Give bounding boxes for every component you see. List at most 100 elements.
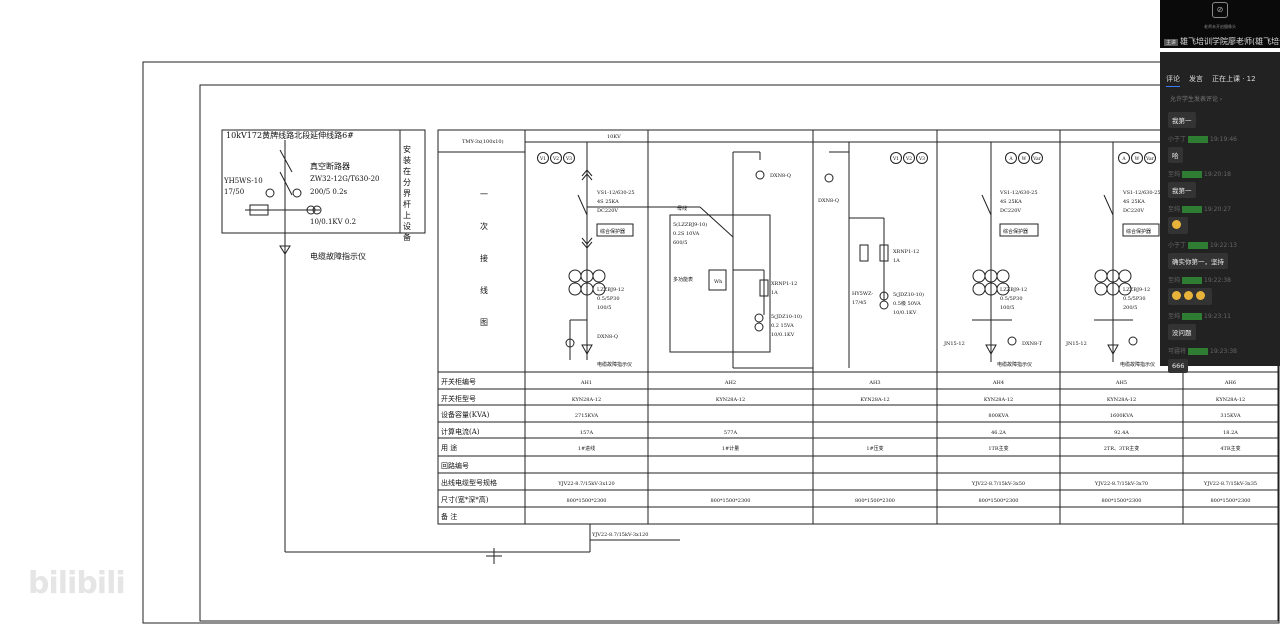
current-transformer-icon <box>592 269 606 283</box>
table-cell-size: 800*1500*2300 <box>567 498 607 504</box>
camera-hint: 老师未开启摄像头 <box>1204 24 1236 29</box>
table-cell-id: AH5 <box>1115 380 1127 386</box>
table-cell-model: KYN28A-12 <box>716 397 745 403</box>
meter-icon <box>1144 152 1156 164</box>
breaker-label: VS1-12/630-25 <box>1122 190 1161 196</box>
arrester-label: HY5WZ- <box>852 291 873 297</box>
ct-label: LZZBJ9-12 <box>597 287 624 293</box>
fuse-label: XRNP1-12 <box>771 281 797 287</box>
meter-icon <box>550 152 562 164</box>
pt-label: 0.2 15VA <box>771 323 794 329</box>
message-bubble <box>1168 288 1212 305</box>
message-meta: 至纯 19:22:38 <box>1168 275 1278 284</box>
message-bubble: 666 <box>1168 359 1189 373</box>
camera-off-icon: ⊘ <box>1212 2 1228 18</box>
member-badge <box>1188 136 1209 143</box>
sender-name: 至纯 <box>1168 313 1181 320</box>
tab-comments[interactable]: 评论 <box>1166 74 1180 87</box>
table-cell-id: AH3 <box>868 380 880 386</box>
pt-spec: 10/0.1KV 0.2 <box>310 218 356 226</box>
meter-ct-label: 600/5 <box>673 240 687 246</box>
tab-speak[interactable]: 发言 <box>1189 75 1203 83</box>
table-cell-cable: YJV22-8.7/15kV-3x50 <box>971 481 1025 487</box>
outer-frame <box>142 61 1280 624</box>
row-header: 开关柜编号 <box>441 377 476 386</box>
fuse-label: XRNP1-12 <box>893 249 919 255</box>
protector-label: 综合保护器 <box>1003 228 1028 235</box>
breaker-label: 4S 25KA <box>1000 199 1022 205</box>
meter-ct-label: 0.2S 10VA <box>673 231 700 237</box>
host-tag: 主讲 <box>1164 39 1179 46</box>
meter-label: W <box>1135 156 1140 162</box>
sender-name: 可疆将 <box>1168 348 1187 355</box>
ct-label: 0.5/5P30 <box>1000 296 1023 302</box>
fault-indicator-label: 电缆故障指示仪 <box>310 251 366 261</box>
breaker-model: ZW32-12G/T630-20 <box>310 175 380 183</box>
meter-icon <box>1005 152 1017 164</box>
table-cell-size: 800*1500*2300 <box>855 498 895 504</box>
message-bubble <box>1168 217 1188 234</box>
message-time: 19:22:13 <box>1210 242 1237 249</box>
table-cell-use: 1#压变 <box>866 445 883 452</box>
table-cell-id: AH1 <box>580 380 592 386</box>
teacher-title: 雄飞培训学院廖老师(雄飞培训... <box>1180 37 1280 46</box>
breaker-label: DC220V <box>1123 208 1144 214</box>
indicator-label: 电缆故障指示仪 <box>1120 361 1155 368</box>
message-bubble: 我第一 <box>1168 182 1196 198</box>
message-bubble: 我第一 <box>1168 112 1196 128</box>
table-cell-size: 800*1500*2300 <box>1102 498 1142 504</box>
breaker-name: 真空断路器 <box>310 161 350 171</box>
meter-label: Var <box>1032 156 1042 162</box>
message-time: 19:23:11 <box>1204 313 1231 320</box>
row-header: 备 注 <box>441 512 457 521</box>
meter-label: V3 <box>918 156 925 162</box>
current-transformer-icon <box>568 282 582 296</box>
comment-permission[interactable]: 允许学生发表评论 › <box>1170 96 1223 103</box>
table-cell-model: KYN28A-12 <box>1216 397 1245 403</box>
ct-label: LZZBJ9-12 <box>1123 287 1150 293</box>
table-cell-size: 800*1500*2300 <box>1211 498 1251 504</box>
ct-spec: 200/5 0.2s <box>310 188 348 196</box>
current-transformer-icon <box>972 282 986 296</box>
table-cell-current: 577A <box>724 430 738 436</box>
sender-name: 至纯 <box>1168 206 1181 213</box>
table-cell-id: AH2 <box>724 380 736 386</box>
table-cell-capacity: 2715KVA <box>575 413 599 419</box>
tab-attendees[interactable]: 正在上课 · 12 <box>1212 75 1256 83</box>
diagram-label: 一次接线图 <box>480 190 489 350</box>
message-time: 19:20:18 <box>1204 171 1231 178</box>
meter-icon <box>1131 152 1143 164</box>
meter-icon <box>563 152 575 164</box>
member-badge <box>1182 313 1203 320</box>
sender-name: 至纯 <box>1168 277 1181 284</box>
row-header: 出线电缆型号规格 <box>441 478 497 487</box>
current-transformer-icon <box>972 269 986 283</box>
table-cell-current: 18.2A <box>1223 430 1238 436</box>
table-cell-use: 1TR主变 <box>988 445 1008 452</box>
row-header: 尺寸(宽*深*高) <box>441 495 489 504</box>
display-label: DXN8-Q <box>818 198 839 204</box>
current-transformer-icon <box>1118 282 1132 296</box>
message-time: 19:22:38 <box>1204 277 1231 284</box>
row-header: 开关柜型号 <box>441 394 476 403</box>
meter-ct-label: 5(LZZBJ9-10) <box>673 221 707 228</box>
display-label: DXN8-T <box>1022 341 1043 347</box>
incoming-title: 10kV172黄牌线路北段延伸线路6# <box>226 130 354 140</box>
member-badge <box>1182 171 1203 178</box>
table-cell-id: AH4 <box>992 380 1004 386</box>
meter-icon <box>1118 152 1130 164</box>
meter-label: V2 <box>552 156 559 162</box>
table-cell-current: 157A <box>580 430 594 436</box>
meter-icon <box>890 152 902 164</box>
bilibili-watermark: bilibili <box>28 566 126 601</box>
wh-meter-label: Wh <box>714 279 723 285</box>
teacher-video: ⊘ 老师未开启摄像头 主讲雄飞培训学院廖老师(雄飞培训... <box>1160 0 1280 48</box>
protector-label: 综合保护器 <box>1126 228 1151 235</box>
arrester-label: 17/45 <box>852 300 866 306</box>
pt-label: 0.5级 50VA <box>893 300 921 307</box>
earth-switch-label: JN15-12 <box>943 341 965 347</box>
current-transformer-icon <box>568 269 582 283</box>
emoji-icon <box>1172 220 1181 229</box>
